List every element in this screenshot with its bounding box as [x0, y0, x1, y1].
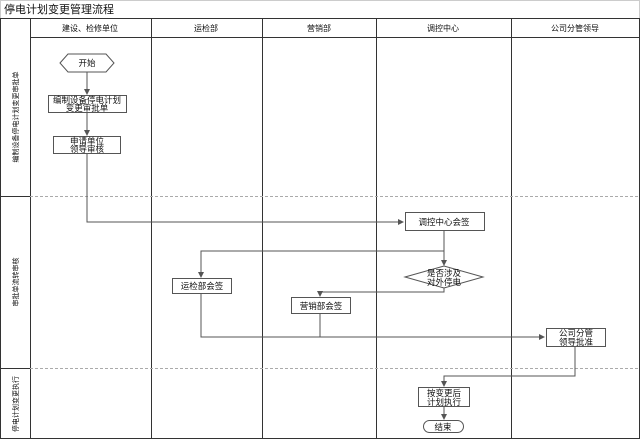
- diagram-title: 停电计划变更管理流程: [4, 2, 114, 16]
- svg-text:对外停电: 对外停电: [427, 277, 462, 288]
- node-draft-form: 编制设备停电计划 变更审批单: [48, 95, 127, 114]
- svg-text:调控中心会签: 调控中心会签: [418, 217, 470, 228]
- node-start: 开始: [59, 53, 115, 73]
- svg-text:公司分管: 公司分管: [559, 328, 593, 339]
- lane-header-dispatch: 调控中心: [427, 23, 459, 33]
- svg-text:编制设备停电计划: 编制设备停电计划: [53, 95, 121, 106]
- lane-header-construction: 建设、检修单位: [62, 23, 118, 33]
- svg-text:计划执行: 计划执行: [427, 397, 462, 408]
- node-unit-review: 申请单位 领导审核: [53, 136, 121, 155]
- svg-text:是否涉及: 是否涉及: [427, 268, 462, 279]
- svg-text:结束: 结束: [434, 422, 452, 433]
- node-leader-approve: 公司分管 领导批准: [546, 328, 606, 348]
- svg-text:运检部会签: 运检部会签: [181, 281, 224, 292]
- svg-text:领导审核: 领导审核: [70, 144, 105, 155]
- node-ops-sign: 运检部会签: [172, 278, 232, 294]
- lane-header-leader: 公司分管领导: [551, 23, 599, 33]
- lane-header-marketing: 营销部: [307, 23, 331, 33]
- svg-text:变更审批单: 变更审批单: [66, 103, 109, 114]
- node-execute: 按变更后 计划执行: [418, 387, 470, 408]
- node-end: 结束: [423, 420, 464, 433]
- lane-header-ops: 运检部: [194, 23, 218, 33]
- phase-label-review: 审批单流转审核: [11, 258, 20, 307]
- phase-dividers: [30, 196, 640, 369]
- node-dispatch-sign: 调控中心会签: [405, 212, 485, 231]
- svg-text:按变更后: 按变更后: [427, 388, 462, 399]
- svg-text:开始: 开始: [78, 58, 96, 69]
- svg-text:申请单位: 申请单位: [70, 136, 105, 147]
- phase-label-execute: 停电计划变更执行: [11, 376, 20, 432]
- connectors: [84, 72, 576, 420]
- node-decision: 是否涉及 对外停电: [403, 265, 485, 289]
- svg-text:营销部会签: 营销部会签: [300, 301, 343, 312]
- svg-text:领导批准: 领导批准: [559, 337, 594, 348]
- node-marketing-sign: 营销部会签: [291, 297, 351, 314]
- phase-label-draft: 编制设备停电计划变更审批单: [11, 72, 20, 163]
